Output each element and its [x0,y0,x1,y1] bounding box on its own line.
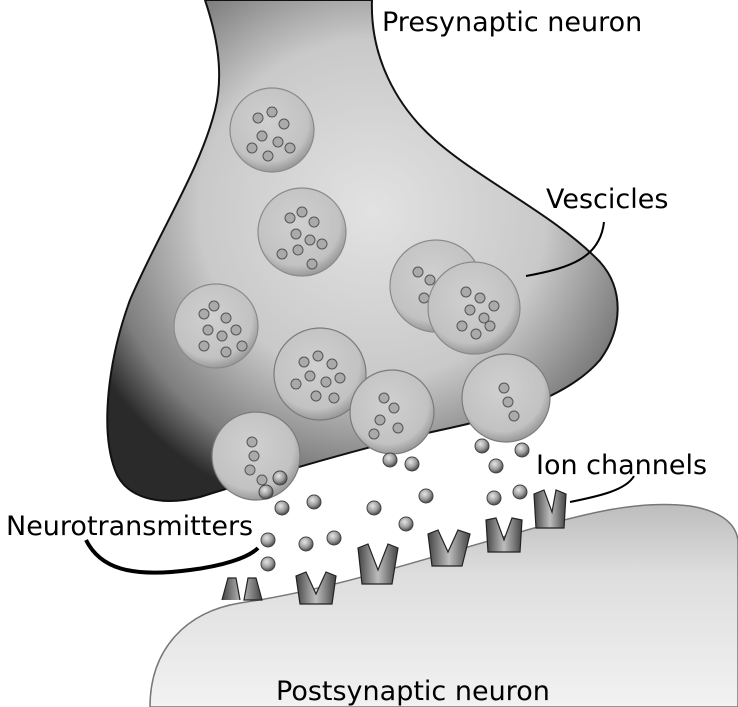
neurotransmitter-molecule [398,516,414,532]
ion-channels-label: Ion channels [536,450,707,481]
vesicle [229,87,315,173]
ion-channels-leader-line [569,475,635,503]
vesicles-label: Vescicles [546,184,668,215]
neurotransmitters-leader-line [84,539,260,575]
ion-channel [427,529,471,567]
vesicle [427,261,521,355]
neurotransmitter-molecule [298,536,314,552]
vesicle [211,411,301,501]
ion-channel [485,517,523,553]
neurotransmitter-molecule [260,556,276,572]
vesicle [461,353,551,443]
neurotransmitter-molecule [382,452,398,468]
vesicle [173,283,259,369]
vesicle [257,187,347,277]
neurotransmitter-molecule [366,500,382,516]
neurotransmitter-molecule [418,488,434,504]
neurotransmitters-group [258,438,530,572]
vesicle [349,369,435,455]
ion-channel [295,571,337,605]
neurotransmitter-molecule [514,442,530,458]
neurotransmitter-molecule [326,530,342,546]
neurotransmitter-molecule [260,532,276,548]
presynaptic-neuron-label: Presynaptic neuron [382,7,642,38]
neurotransmitter-molecule [404,456,420,472]
neurotransmitter-molecule [274,500,290,516]
neurotransmitter-molecule [486,490,502,506]
ion-channel [357,543,399,585]
neurotransmitter-molecule [258,484,274,500]
postsynaptic-neuron-label: Postsynaptic neuron [276,676,550,707]
neurotransmitter-molecule [306,494,322,510]
vesicles-group [173,87,551,501]
ion-channels-group [221,489,567,605]
ion-channel [221,577,263,601]
neurotransmitter-molecule [474,438,490,454]
vesicles-leader-line [525,221,605,277]
vesicle [273,327,367,421]
neurotransmitter-molecule [272,470,288,486]
neurotransmitter-molecule [488,458,504,474]
neurotransmitter-molecule [512,484,528,500]
ion-channel [533,489,567,529]
neurotransmitters-label: Neurotransmitters [6,511,253,542]
